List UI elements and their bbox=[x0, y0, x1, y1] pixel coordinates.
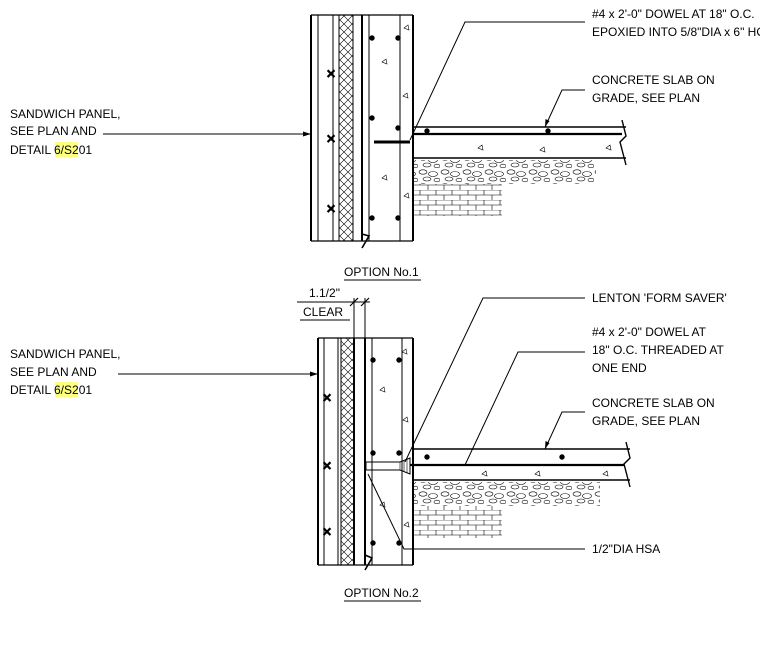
option2-clear-text: CLEAR bbox=[303, 305, 343, 319]
option2-wall-panel: ✕ ✕ ✕ bbox=[317, 337, 414, 571]
option1-left-line2: SEE PLAN AND bbox=[10, 124, 97, 138]
option1-slab-callout: CONCRETE SLAB ON GRADE, SEE PLAN bbox=[544, 73, 715, 128]
svg-text:✕: ✕ bbox=[322, 459, 332, 473]
option2-slab-line1: CONCRETE SLAB ON bbox=[592, 396, 715, 410]
option2-title: OPTION No.2 bbox=[344, 586, 419, 600]
svg-text:DETAIL 6/S201: DETAIL 6/S201 bbox=[10, 143, 92, 157]
option1-wall-panel: ✕ ✕ ✕ bbox=[310, 14, 414, 249]
option2-hsa-label: 1/2"DIA HSA bbox=[592, 542, 660, 556]
option2-title-block: OPTION No.2 bbox=[344, 586, 421, 602]
option2-slab bbox=[410, 441, 631, 538]
option2-detail-ref: S201 bbox=[64, 383, 92, 397]
option2-dowel-line1: #4 x 2'-0" DOWEL AT bbox=[592, 325, 707, 339]
option1-dowel-line1: #4 x 2'-0" DOWEL AT 18" O.C. bbox=[592, 7, 755, 21]
option2-form-saver-label: LENTON 'FORM SAVER' bbox=[592, 291, 727, 305]
option1-slab bbox=[374, 119, 627, 216]
option1-left-line3: DETAIL 6/ bbox=[10, 143, 65, 157]
option1-title-block: OPTION No.1 bbox=[344, 265, 421, 281]
option2-form-saver-callout: LENTON 'FORM SAVER' bbox=[404, 291, 727, 463]
svg-text:✕: ✕ bbox=[326, 202, 336, 216]
svg-text:✕: ✕ bbox=[322, 391, 332, 405]
option1-detail-ref: S201 bbox=[64, 143, 92, 157]
option1-dowel-line2: EPOXIED INTO 5/8"DIA x 6" HOLE bbox=[592, 25, 760, 39]
option1-slab-line1: CONCRETE SLAB ON bbox=[592, 73, 715, 87]
svg-text:✕: ✕ bbox=[326, 132, 336, 146]
option2-left-line2: SEE PLAN AND bbox=[10, 365, 97, 379]
option2-detail: ✕ ✕ ✕ 1.1/2" CLEAR bbox=[297, 286, 631, 571]
option2-dowel-callout: #4 x 2'-0" DOWEL AT 18" O.C. THREADED AT… bbox=[464, 325, 725, 466]
option2-slab-callout: CONCRETE SLAB ON GRADE, SEE PLAN bbox=[544, 396, 715, 450]
option2-dowel-line3: ONE END bbox=[592, 361, 647, 375]
svg-text:✕: ✕ bbox=[326, 67, 336, 81]
option2-clear-dim-value: 1.1/2" bbox=[309, 286, 340, 300]
option2-dowel-line2: 18" O.C. THREADED AT bbox=[592, 343, 725, 357]
option2-clear-dimension bbox=[297, 297, 370, 338]
svg-text:✕: ✕ bbox=[322, 525, 332, 539]
option1-left-label: SANDWICH PANEL, SEE PLAN AND DETAIL 6/S2… bbox=[10, 107, 311, 157]
option2-left-line3: DETAIL 6/ bbox=[10, 383, 65, 397]
option2-left-line1: SANDWICH PANEL, bbox=[10, 347, 120, 361]
option2-hsa-callout: 1/2"DIA HSA bbox=[367, 473, 660, 556]
option1-slab-line2: GRADE, SEE PLAN bbox=[592, 91, 700, 105]
svg-text:DETAIL 6/S201: DETAIL 6/S201 bbox=[10, 383, 92, 397]
option1-title: OPTION No.1 bbox=[344, 265, 419, 279]
option1-detail: ✕ ✕ ✕ bbox=[310, 14, 627, 249]
option1-left-line1: SANDWICH PANEL, bbox=[10, 107, 120, 121]
option2-slab-line2: GRADE, SEE PLAN bbox=[592, 414, 700, 428]
option2-left-label: SANDWICH PANEL, SEE PLAN AND DETAIL 6/S2… bbox=[10, 347, 318, 397]
option1-dowel-callout: #4 x 2'-0" DOWEL AT 18" O.C. EPOXIED INT… bbox=[409, 7, 760, 141]
